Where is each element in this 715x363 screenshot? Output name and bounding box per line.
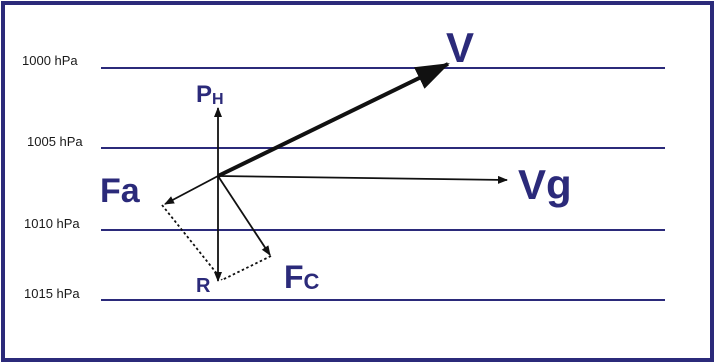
isobar-1000: 1000 hPa <box>22 53 665 69</box>
vector-vg-arrow <box>217 175 508 184</box>
vector-fc-arrow <box>217 175 271 256</box>
label-fa: Fa <box>100 172 141 210</box>
construction-line-fa-r <box>161 204 223 281</box>
label-v: V <box>446 24 474 71</box>
vector-v-arrow <box>217 62 450 178</box>
vector-fa-arrow <box>164 175 219 205</box>
label-ph-sub: H <box>212 91 224 108</box>
label-ph-main: P <box>196 81 212 108</box>
isobar-label-1010: 1010 hPa <box>24 216 80 231</box>
isobar-label-1000: 1000 hPa <box>22 53 78 68</box>
label-vg: Vg <box>518 161 572 208</box>
isobar-1015: 1015 hPa <box>24 286 665 301</box>
label-r: R <box>196 275 211 297</box>
construction-line-fc-r <box>221 255 272 281</box>
label-fc-main: F <box>284 259 304 295</box>
isobar-1010: 1010 hPa <box>24 216 665 231</box>
isobar-1005: 1005 hPa <box>27 134 665 149</box>
isobar-label-1015: 1015 hPa <box>24 286 80 301</box>
isobar-label-1005: 1005 hPa <box>27 134 83 149</box>
label-ph: PH <box>196 81 224 108</box>
label-fc-sub: C <box>304 269 320 294</box>
label-fc: FC <box>284 259 320 295</box>
